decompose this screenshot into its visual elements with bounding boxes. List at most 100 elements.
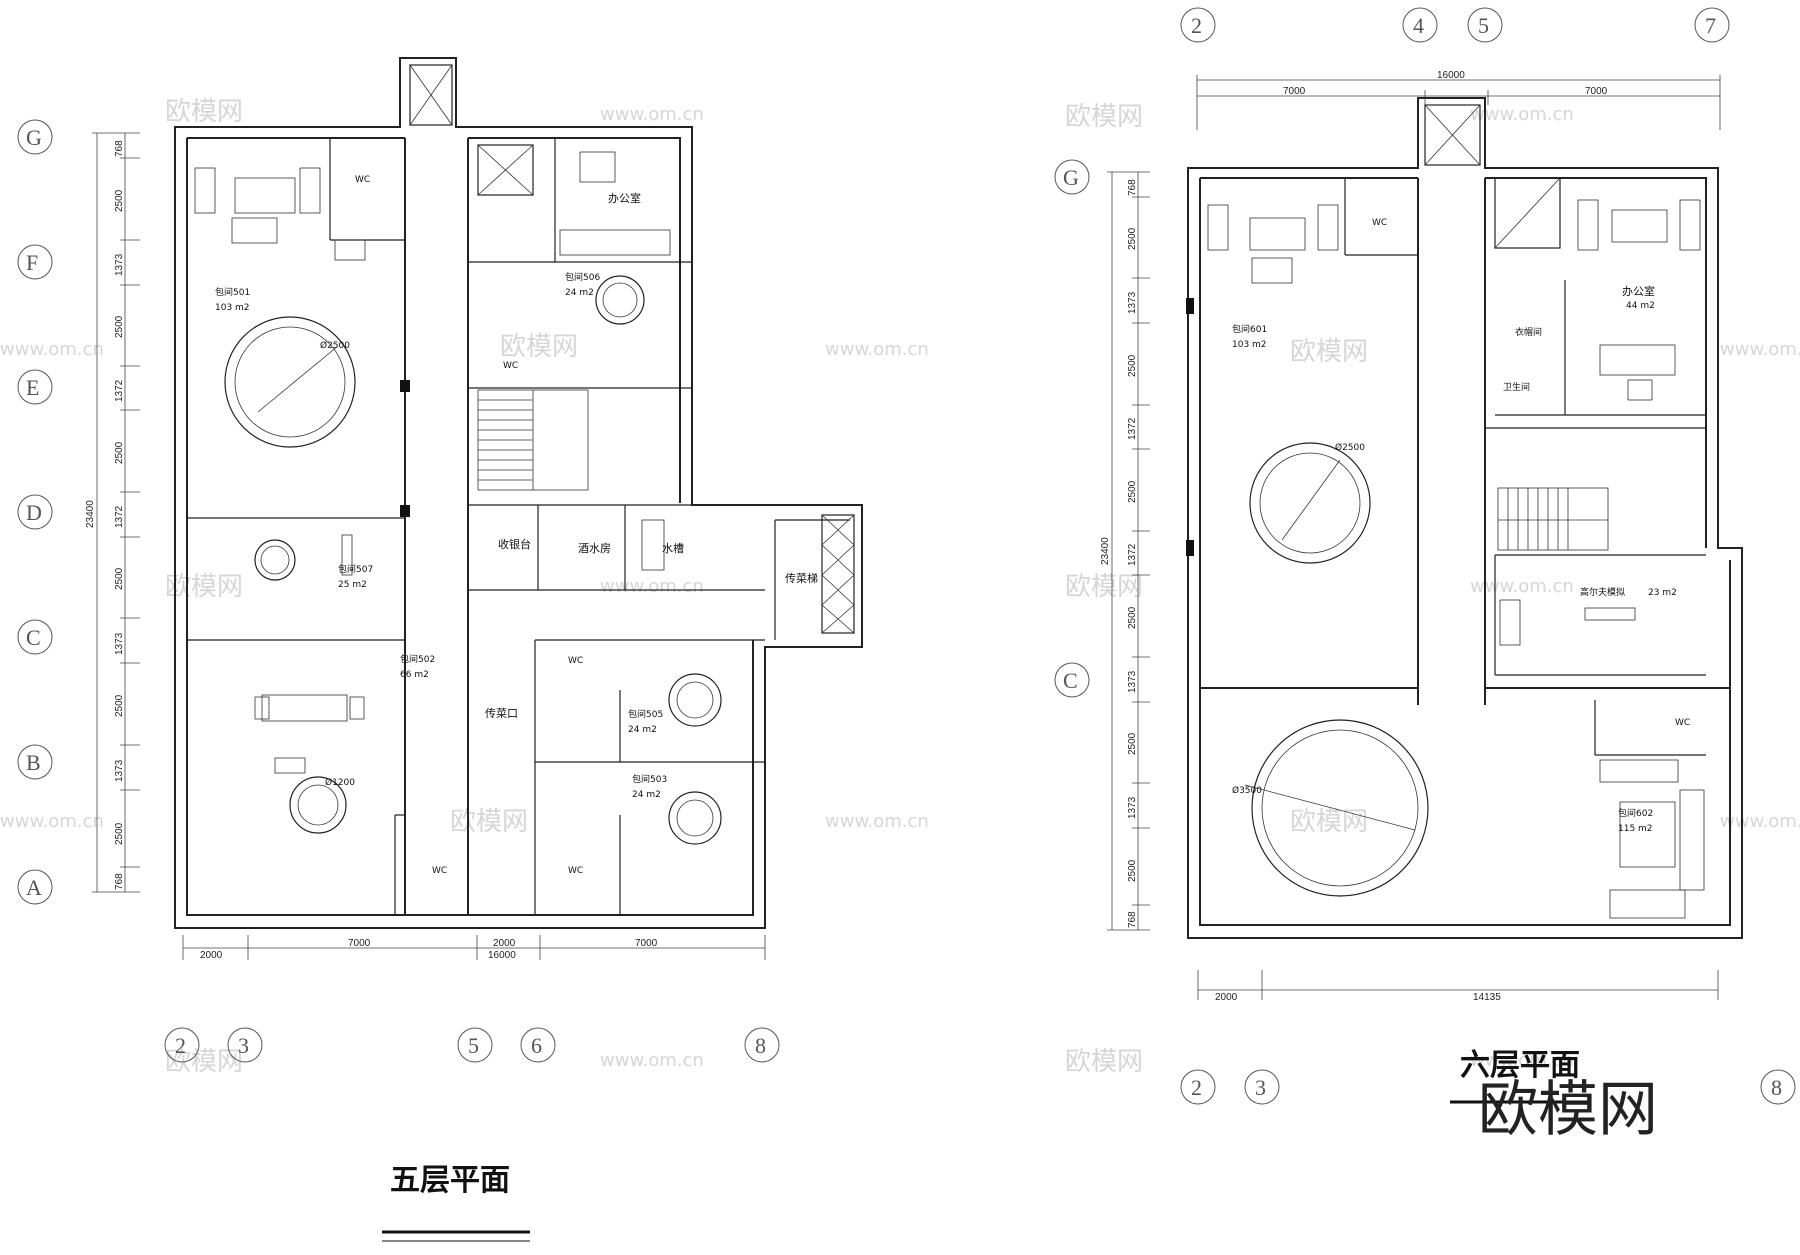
office-area: 44 m2 xyxy=(1626,301,1655,311)
wc-label: WC xyxy=(355,175,370,185)
watermark-cn: 欧模网 xyxy=(1065,102,1143,132)
svg-text:1373: 1373 xyxy=(114,632,125,655)
svg-text:768: 768 xyxy=(1127,911,1138,928)
svg-text:2500: 2500 xyxy=(114,567,125,590)
svg-text:2000: 2000 xyxy=(1215,992,1238,1003)
floor5-axis-left: G F E D C B A xyxy=(17,119,53,905)
svg-text:D: D xyxy=(26,500,42,525)
wc-label: WC xyxy=(432,866,447,876)
table-601-diameter: Ø2500 xyxy=(1335,442,1365,453)
watermark-url: www.om.cn xyxy=(1470,1050,1574,1071)
dumbwaiter-label: 传菜梯 xyxy=(785,572,818,585)
watermark-url: www.om.cn xyxy=(1470,104,1574,125)
svg-text:3: 3 xyxy=(238,1033,249,1058)
room-503-area: 24 m2 xyxy=(632,790,661,800)
svg-text:6: 6 xyxy=(531,1033,542,1058)
room-506-name: 包间506 xyxy=(565,271,600,283)
svg-text:G: G xyxy=(1063,165,1079,190)
sink-label: 水槽 xyxy=(662,542,684,555)
svg-text:23400: 23400 xyxy=(85,500,96,528)
room-502-area: 66 m2 xyxy=(400,670,429,680)
svg-text:E: E xyxy=(26,375,39,400)
room-601-area: 103 m2 xyxy=(1232,340,1267,350)
svg-text:1373: 1373 xyxy=(1127,291,1138,314)
svg-text:2: 2 xyxy=(1191,13,1202,38)
svg-text:2500: 2500 xyxy=(1127,606,1138,629)
svg-text:5: 5 xyxy=(1478,13,1489,38)
svg-text:1373: 1373 xyxy=(1127,796,1138,819)
svg-text:2500: 2500 xyxy=(114,822,125,845)
svg-text:2500: 2500 xyxy=(114,694,125,717)
svg-text:2500: 2500 xyxy=(114,189,125,212)
floor6-tables xyxy=(1244,442,1429,897)
svg-text:A: A xyxy=(26,875,42,900)
svg-text:1372: 1372 xyxy=(114,379,125,402)
floor5-tables xyxy=(224,275,722,845)
watermark-cn: 欧模网 xyxy=(1065,572,1143,602)
room-506-area: 24 m2 xyxy=(565,288,594,298)
bathroom-label: 卫生间 xyxy=(1503,381,1530,393)
svg-text:7: 7 xyxy=(1705,13,1716,38)
wc-label: WC xyxy=(1675,718,1690,728)
room-507-area: 25 m2 xyxy=(338,580,367,590)
watermark-layer: 欧模网 www.om.cn 欧模网 www.om.cn www.om.cn 欧模… xyxy=(0,97,1800,1077)
room-502-name: 包间502 xyxy=(400,653,435,665)
svg-text:1373: 1373 xyxy=(114,253,125,276)
watermark-url: www.om.cn xyxy=(1470,576,1574,597)
svg-text:7000: 7000 xyxy=(1585,86,1608,97)
svg-text:8: 8 xyxy=(755,1033,766,1058)
svg-text:7000: 7000 xyxy=(348,938,371,949)
svg-text:1372: 1372 xyxy=(114,505,125,528)
watermark-cn: 欧模网 xyxy=(450,807,528,837)
table-502-diameter: Ø1200 xyxy=(325,777,355,788)
watermark-url: www.om.cn xyxy=(600,576,704,597)
watermark-cn: 欧模网 xyxy=(165,97,243,127)
svg-text:768: 768 xyxy=(1127,179,1138,196)
table-501-diameter: Ø2500 xyxy=(320,340,350,351)
floor6-plan: 2 4 5 7 G C 2 3 8 7000 16000 7000 xyxy=(1054,7,1796,1105)
watermark-cn: 欧模网 xyxy=(165,572,243,602)
svg-text:2500: 2500 xyxy=(114,315,125,338)
svg-text:1373: 1373 xyxy=(1127,670,1138,693)
room-501-area: 103 m2 xyxy=(215,303,250,313)
floor6-labels: 包间601 103 m2 Ø2500 包间602 115 m2 Ø3500 办公… xyxy=(1232,218,1690,834)
floor5-furniture xyxy=(194,151,671,774)
svg-text:2000: 2000 xyxy=(200,950,223,961)
watermark-cn: 欧模网 xyxy=(500,332,578,362)
watermark-url: www.om.cn xyxy=(0,811,104,832)
table-602-diameter: Ø3500 xyxy=(1232,785,1262,796)
floor6-dim-bottom: 2000 14135 xyxy=(1197,970,1719,1003)
floor6-dim-top: 7000 16000 7000 xyxy=(1196,70,1721,130)
watermark-url: www.om.cn xyxy=(600,1050,704,1071)
room-501-name: 包间501 xyxy=(215,286,250,298)
floor5-dim-left: 768 2500 1373 2500 1372 2500 1372 2500 1… xyxy=(85,132,140,893)
svg-text:2500: 2500 xyxy=(1127,480,1138,503)
wc-label: WC xyxy=(503,361,518,371)
svg-text:C: C xyxy=(26,625,41,650)
wc-label: WC xyxy=(568,866,583,876)
svg-text:8: 8 xyxy=(1771,1075,1782,1100)
site-logo: 欧模网 xyxy=(1478,1075,1658,1145)
svg-text:2500: 2500 xyxy=(1127,354,1138,377)
svg-text:2000: 2000 xyxy=(493,938,516,949)
watermark-url: www.om.cn xyxy=(825,811,929,832)
svg-text:4: 4 xyxy=(1413,13,1424,38)
cashier-label: 收银台 xyxy=(498,537,531,551)
golf-sim-area: 23 m2 xyxy=(1648,588,1677,598)
office-label: 办公室 xyxy=(1622,284,1655,298)
svg-text:1373: 1373 xyxy=(114,759,125,782)
office-label: 办公室 xyxy=(608,191,641,205)
floor5-plan: G F E D C B A 2 3 5 6 8 xyxy=(17,57,863,1242)
floor6-dim-left: 768 2500 1373 2500 1372 2500 1372 2500 1… xyxy=(1100,171,1150,931)
floor6-axis-left: G C xyxy=(1054,159,1090,698)
svg-text:G: G xyxy=(26,125,42,150)
svg-text:2500: 2500 xyxy=(1127,227,1138,250)
room-505-area: 24 m2 xyxy=(628,725,657,735)
svg-text:2: 2 xyxy=(175,1033,186,1058)
floor6-walls xyxy=(1186,97,1743,939)
svg-text:1372: 1372 xyxy=(1127,543,1138,566)
watermark-url: www.om.cn xyxy=(600,104,704,125)
floor5-title: 五层平面 xyxy=(390,1163,510,1198)
watermark-url: www.om.cn xyxy=(1720,339,1800,360)
